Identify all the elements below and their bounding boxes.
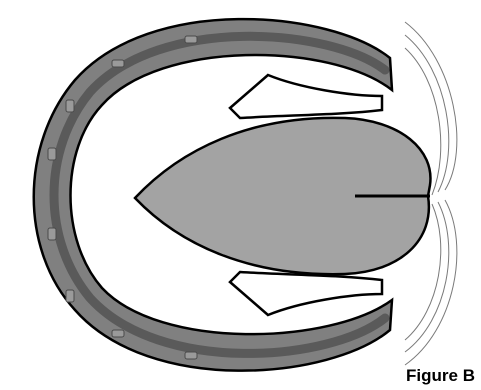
- figure-caption: Figure B: [406, 366, 475, 386]
